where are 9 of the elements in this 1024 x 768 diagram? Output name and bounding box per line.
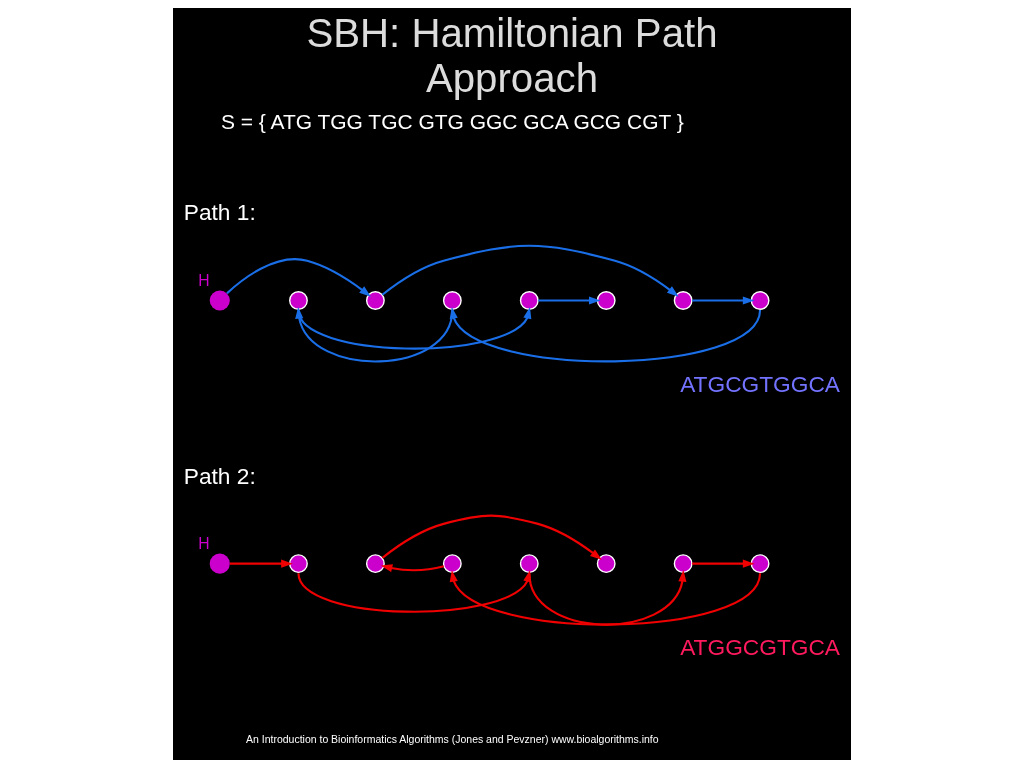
label: Path 2:	[183, 462, 256, 489]
label: ATGGCGTGCA	[680, 633, 841, 660]
node-label: H	[198, 534, 210, 552]
label: ATGCGTGGCA	[680, 370, 841, 397]
label: An Introduction to Bioinformatics Algorithms (Jones and Pevzner) www.bioalgorithms.info	[246, 734, 659, 746]
node-label: H	[198, 271, 210, 289]
label: S = { ATG TGG TGC GTG GGC GCA GCG CGT }	[220, 109, 684, 133]
diagram-title: SBH: Hamiltonian Path Approach	[306, 11, 718, 101]
label: Path 1:	[183, 199, 256, 226]
